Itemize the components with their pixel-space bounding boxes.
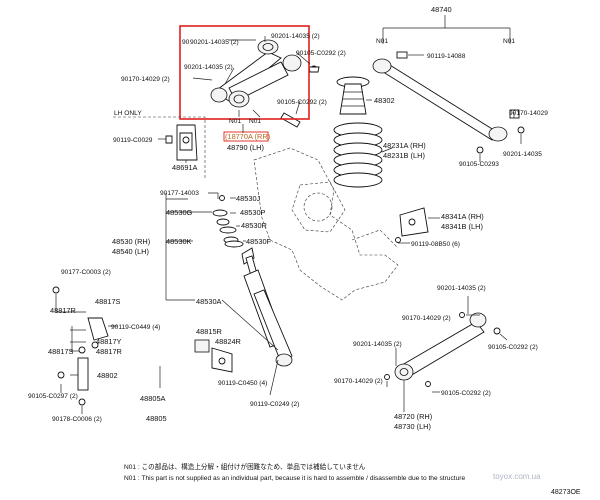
label-48740: 48740 [431,5,452,14]
label-48530k: 48530K [166,237,192,246]
label-48817y: 48817Y [96,337,122,346]
label-48824r: 48824R [215,337,241,346]
label-48691a: 48691A [172,163,198,172]
bracket-48691a[interactable] [165,124,198,161]
label-90105-br1: 90105-C0292 (2) [488,344,538,351]
highlight-box [179,25,310,120]
label-48530r: 48530R [241,221,267,230]
label-lh-only: LH ONLY [114,110,142,117]
label-90119-c0249: 90119-C0249 (2) [250,401,299,408]
label-90201-b: 90201-14035 (2) [271,33,320,40]
label-90170-br1: 90170-14029 (2) [402,315,451,322]
diagram-code: 48273OE [551,489,581,496]
axle-carrier [253,147,399,301]
bump-stopper-48302[interactable] [336,76,370,115]
label-48341b: 48341B (LH) [441,222,483,231]
label-48530j: 48530J [236,194,261,203]
lower-arm-48720[interactable] [384,312,501,387]
label-48817r-b: 48817R [96,347,122,356]
label-48805a: 48805A [140,394,166,403]
label-48817s-b: 48817S [48,347,74,356]
label-90170-br2: 90170-14029 (2) [334,378,383,385]
note-japanese: N01 : この部品は、構造上分解・組付けが困難なため、単品では補給していません [124,462,366,471]
label-90201-right: 90201-14035 [503,151,542,158]
label-90119-c0450: 90119-C0450 (4) [218,380,267,387]
label-n01-b: N01 [249,118,261,125]
upper-arm-assembly[interactable] [210,39,320,128]
label-48530-rh: 48530 (RH) [112,237,150,246]
label-n01-d: N01 [503,38,515,45]
label-90178-c0006: 90178-C0006 (2) [52,416,102,423]
label-90105-c0293: 90105-C0293 [459,161,499,168]
label-48231a: 48231A (RH) [383,141,426,150]
label-90170-top: 90170-14029 (2) [121,76,170,83]
label-48730: 48730 (LH) [394,422,431,431]
label-48720: 48720 (RH) [394,412,432,421]
label-48341a: 48341A (RH) [441,212,484,221]
label-90105-mid: 90105-C0292 (2) [277,99,327,106]
shock-parts-stack[interactable] [212,195,244,248]
label-48530f: 48530F [246,237,272,246]
label-18770a-highlighted[interactable]: (18770A (RR) [225,132,270,141]
label-90105-c0297: 90105-C0297 (2) [28,393,78,400]
label-n01-c: N01 [376,38,388,45]
label-90119-14088: 90119-14088 [427,53,466,60]
label-90201-br1: 90201-14035 (2) [437,285,486,292]
label-90177-c0003: 90177-C0003 (2) [61,269,111,276]
label-90105-top: 90105-C0292 (2) [296,50,346,57]
coil-spring-48231[interactable] [333,122,383,188]
label-90119-c0029: 90119-C0029 [113,137,153,144]
shock-absorber-48530[interactable] [241,247,293,367]
label-90119-08b50: 90119-08B50 (6) [411,241,460,248]
label-48231b: 48231B (LH) [383,151,425,160]
label-48530g: 48530G [166,208,193,217]
highlight-ref-box [223,131,269,142]
note-english: N01 : This part is not supplied as an in… [124,475,465,482]
label-90177-14003: 90177-14003 [160,190,199,197]
label-48790: 48790 (LH) [227,143,264,152]
label-90201-a: 90201-14035 (2) [190,39,239,46]
label-90105-br2: 90105-C0292 (2) [441,390,491,397]
lateral-rod-48740[interactable] [372,51,525,154]
stabilizer-bar-48805[interactable] [139,308,233,373]
label-48530p: 48530P [240,208,266,217]
label-48817s-a: 48817S [95,297,121,306]
label-n01-a: N01 [229,118,241,125]
label-90-fragment: 90 [182,39,190,46]
label-48530a: 48530A [196,297,222,306]
label-48817r-a: 48817R [50,306,76,315]
label-90119-c0449: 90119-C0449 (4) [111,324,160,331]
label-48815r: 48815R [196,327,222,336]
label-48802: 48802 [97,371,118,380]
stabilizer-link-parts[interactable] [52,286,109,406]
label-90201-c: 90201-14035 (2) [184,64,233,71]
label-90170-right: 90170-14029 [509,110,548,117]
label-48540-lh: 48540 (LH) [112,247,149,256]
watermark: toyox.com.ua [493,472,541,481]
bracket-48341[interactable] [395,207,429,243]
label-48805: 48805 [146,414,167,423]
label-90201-br2: 90201-14035 (2) [353,341,402,348]
label-48302: 48302 [374,96,395,105]
